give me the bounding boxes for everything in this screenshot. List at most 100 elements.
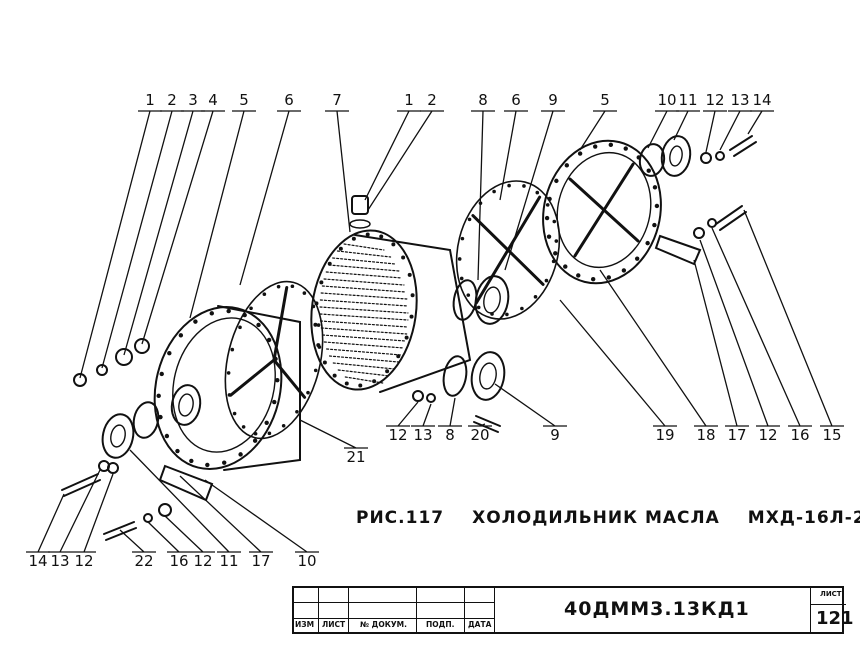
leader-c14a [747,110,774,135]
left-flange-small-bore [110,424,126,448]
mid-nut [412,390,424,402]
right-cover-outer [542,139,662,285]
upper-flange-counter [474,275,510,325]
mid-washer [426,393,436,403]
callout-c12b: 12 [388,426,407,444]
leader-c10b [204,479,319,553]
right-cover-ribs [568,162,640,258]
sheet-number: 121 [816,608,854,629]
callout-c10b: 10 [297,552,316,570]
figure-caption: РИС.117 ХОЛОДИЛЬНИК МАСЛА МХД-16Л-2 [356,508,860,528]
right-bolt-upper [729,135,757,157]
leader-c1b [364,110,421,201]
left-flange-small [101,413,135,459]
callout-c13b: 13 [413,426,432,444]
leader-c9a [504,110,565,271]
right-gasket-ribs [471,195,545,305]
document-code: 40ДММ3.13КД1 [564,598,750,620]
right-cover-inner [556,151,652,269]
top-plug-washer [349,219,371,229]
col-label-doc: № ДОКУМ. [360,620,407,629]
figure-title: ХОЛОДИЛЬНИК МАСЛА [472,508,720,528]
left-gasket-small [132,401,160,439]
top-plug [351,195,369,215]
callout-c7a: 7 [332,91,342,109]
right-gasket-bolts [457,183,559,317]
callout-c20: 20 [470,426,489,444]
title-block: ИЗМ ЛИСТ № ДОКУМ. ПОДП. ДАТА 40ДММ3.13КД… [292,586,854,634]
leader-c18 [599,269,718,427]
left-gasket [224,280,324,440]
left-bolt-lower [103,521,137,541]
tube-sheet-left [310,229,418,391]
leader-c8b [438,397,462,427]
callout-c1a: 1 [145,91,155,109]
body-shell [354,234,472,393]
leader-c13c [48,469,101,553]
gasket-part-4 [134,338,150,354]
leader-c2b [367,110,444,211]
upper-flange-bore [483,286,501,314]
leader-c5b [579,110,617,151]
callout-c10a: 10 [657,91,676,109]
callout-c17a: 17 [727,426,746,444]
callout-c14a: 14 [752,91,771,109]
right-cover-bolts [544,142,660,282]
right-bracket-washer [707,218,717,228]
leader-c16a [711,227,812,427]
callout-c12c: 12 [758,426,777,444]
lower-flange-bore [479,362,497,390]
leader-c13a [719,110,752,151]
callout-c6a: 6 [284,91,294,109]
right-flange-small-bore [669,145,683,167]
leader-c12a [703,110,727,153]
leader-lines [26,110,844,553]
leader-c4a [141,110,225,345]
left-lower-nut [158,503,172,517]
col-label-change: ИЗМ [295,620,315,629]
leader-c7a [325,110,351,233]
leader-c14b [26,493,65,553]
callout-c12a: 12 [705,91,724,109]
figure-number: РИС.117 [356,508,445,528]
leader-c12c [699,239,780,427]
leader-c11a [673,110,700,141]
callout-c14b: 14 [28,552,47,570]
col-label-date: ДАТА [468,620,492,629]
leader-c16b [147,521,191,553]
left-bracket [158,464,214,502]
adapter-part-3 [115,348,133,366]
left-nut [107,462,119,474]
leader-c12d [72,473,114,553]
plug-part-1 [73,373,87,387]
leader-c17b [179,475,273,553]
col-label-sheet: ЛИСТ [322,620,346,629]
callout-c16a: 16 [790,426,809,444]
leader-c11b [129,449,241,553]
right-washer [715,151,725,161]
callout-c12d: 12 [74,552,93,570]
callout-c11a: 11 [678,91,697,109]
leader-c6b [499,110,528,201]
leader-c17a [693,259,749,427]
callout-c3a: 3 [188,91,198,109]
leader-c9b [494,383,567,427]
callout-c9b: 9 [550,426,560,444]
callout-c15: 15 [822,426,841,444]
callout-c9a: 9 [548,91,558,109]
callout-c13a: 13 [730,91,749,109]
right-gasket-small [638,143,666,177]
callout-c11b: 11 [219,552,238,570]
callout-c22: 22 [134,552,153,570]
leader-c5a [189,110,256,319]
callout-c19: 19 [655,426,674,444]
figure-model: МХД-16Л-2 [747,508,860,528]
callout-c8a: 8 [478,91,488,109]
leader-c20 [468,423,492,427]
callout-c13c: 13 [50,552,69,570]
leader-c15 [743,209,844,427]
left-cover-nozzle-bore [178,393,194,417]
left-cover-bolts [156,308,280,468]
